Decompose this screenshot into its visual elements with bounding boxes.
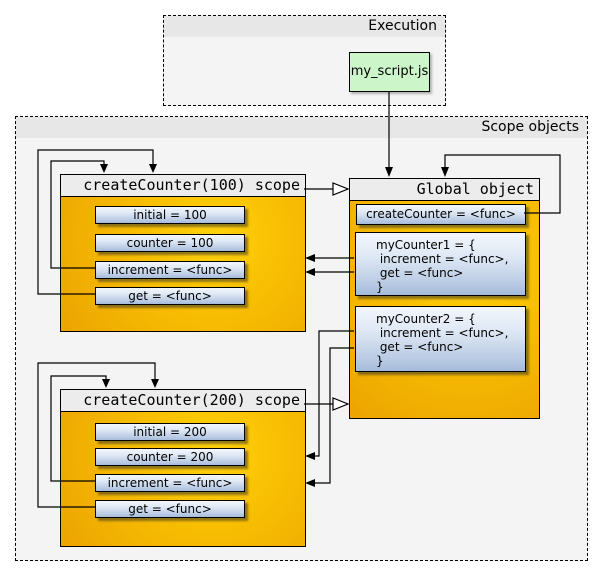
scope-box-create-counter-100: createCounter(100) scope initial = 100 c… xyxy=(60,174,306,332)
scope100-body: initial = 100 counter = 100 increment = … xyxy=(61,197,305,331)
my-counter1-line: get = <func> xyxy=(376,266,464,280)
scope100-field-increment: increment = <func> xyxy=(95,261,245,279)
scope200-field-increment: increment = <func> xyxy=(95,474,245,492)
scope100-field-counter: counter = 100 xyxy=(95,234,245,252)
my-counter2-line: get = <func> xyxy=(376,340,464,354)
global-field-my-counter2: myCounter2 = { increment = <func>, get =… xyxy=(355,306,526,372)
global-field-my-counter1: myCounter1 = { increment = <func>, get =… xyxy=(355,232,526,296)
scope200-field-counter: counter = 200 xyxy=(95,448,245,466)
scope-objects-panel-title: Scope objects xyxy=(16,117,587,138)
global-field-create-counter: createCounter = <func> xyxy=(356,204,526,225)
global-object-box: Global object createCounter = <func> myC… xyxy=(349,178,540,419)
my-counter1-line: myCounter1 = { xyxy=(376,238,476,252)
scope100-title: createCounter(100) scope xyxy=(61,175,305,197)
scope200-body: initial = 200 counter = 200 increment = … xyxy=(61,412,305,546)
my-counter2-line: increment = <func>, xyxy=(376,326,509,340)
scope200-title: createCounter(200) scope xyxy=(61,390,305,412)
global-object-title: Global object xyxy=(350,179,539,201)
scope-box-create-counter-200: createCounter(200) scope initial = 200 c… xyxy=(60,389,306,547)
global-object-body: createCounter = <func> myCounter1 = { in… xyxy=(350,201,539,418)
scope100-field-get: get = <func> xyxy=(95,287,245,305)
scope200-field-get: get = <func> xyxy=(95,500,245,518)
my-counter2-line: myCounter2 = { xyxy=(376,312,476,326)
my-counter1-line: } xyxy=(376,280,384,294)
scope100-field-initial: initial = 100 xyxy=(95,206,245,224)
execution-panel-title: Execution xyxy=(164,16,445,37)
scope200-field-initial: initial = 200 xyxy=(95,423,245,441)
my-counter2-line: } xyxy=(376,354,384,368)
my-counter1-line: increment = <func>, xyxy=(376,252,509,266)
script-node: my_script.js xyxy=(349,52,430,92)
